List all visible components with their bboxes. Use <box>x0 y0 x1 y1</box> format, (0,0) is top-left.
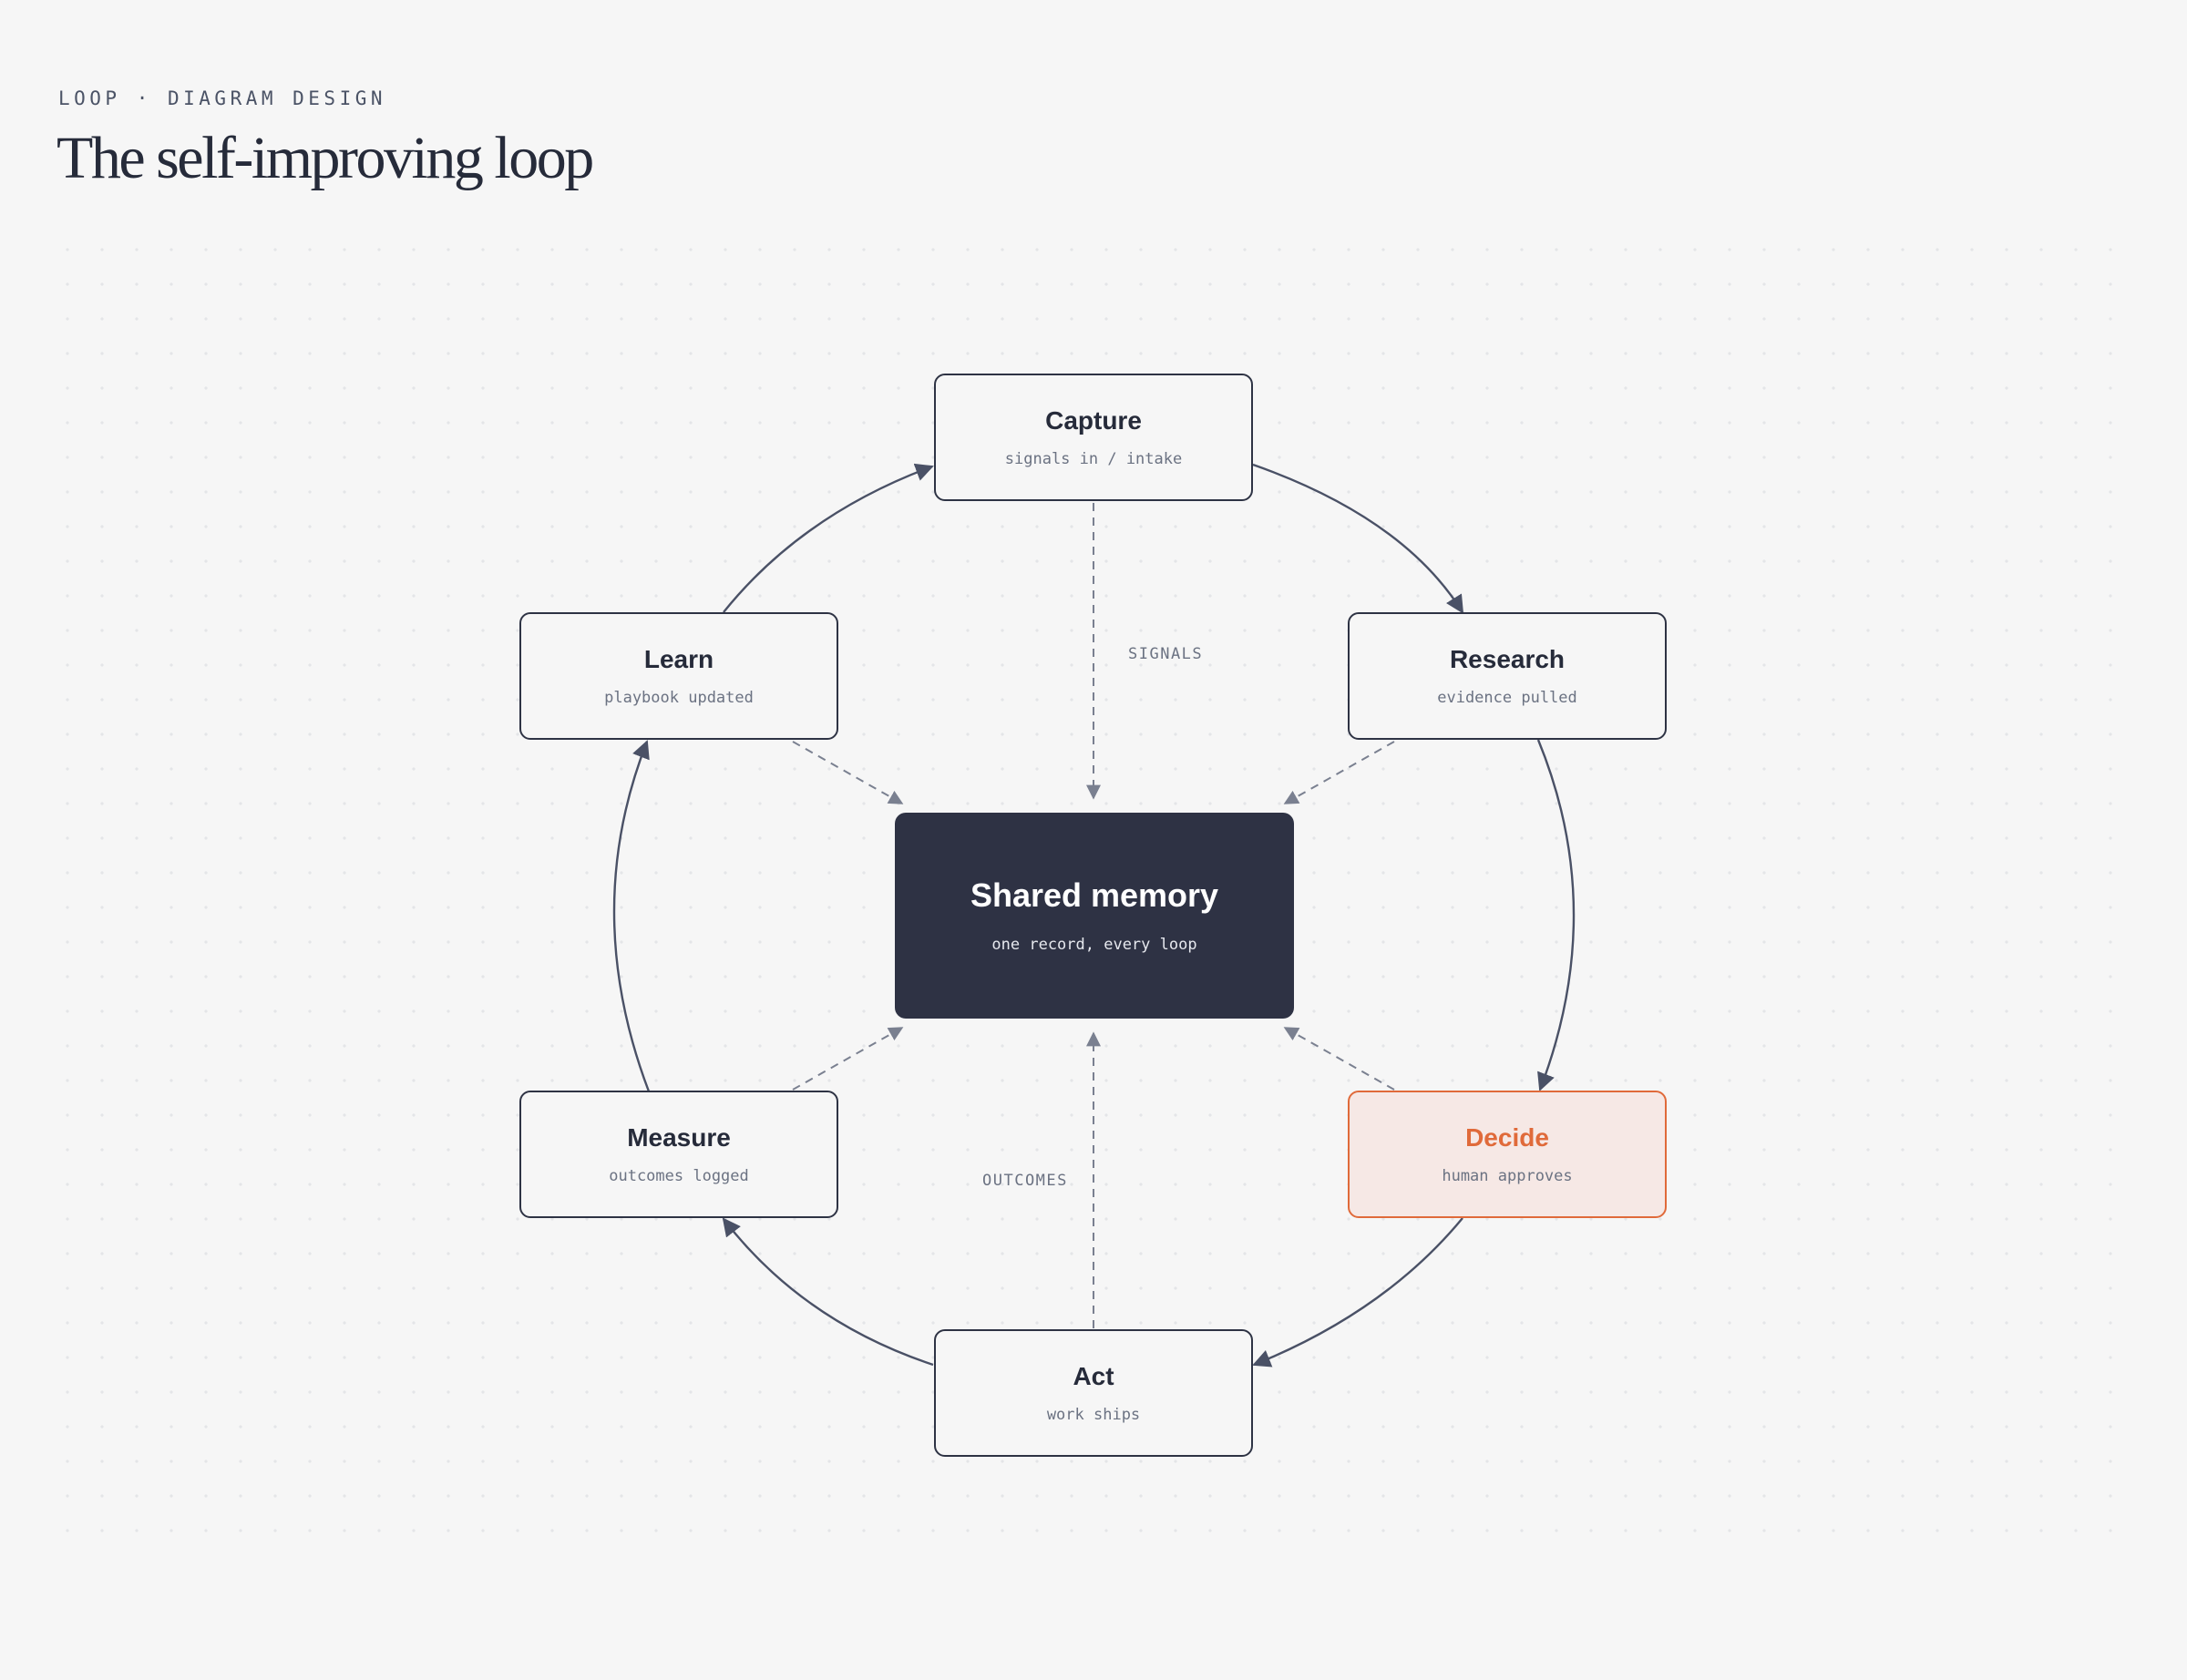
dashed-arrow-decide-to-memory <box>1283 1027 1395 1091</box>
arrow-decide-to-act <box>1252 1217 1463 1368</box>
decide-subtitle: human approves <box>1442 1166 1573 1185</box>
arrow-capture-to-research <box>1252 463 1464 614</box>
learn-node[interactable]: Learn playbook updated <box>519 612 838 740</box>
research-node[interactable]: Research evidence pulled <box>1348 612 1667 740</box>
capture-subtitle: signals in / intake <box>1004 449 1183 468</box>
learn-subtitle: playbook updated <box>604 688 754 707</box>
page-title: The self-improving loop <box>56 125 594 191</box>
signals-label: SIGNALS <box>1128 645 1204 663</box>
research-title: Research <box>1449 644 1566 673</box>
decide-title: Decide <box>1465 1122 1549 1152</box>
dashed-arrow-measure-to-memory <box>792 1027 904 1091</box>
learn-title: Learn <box>643 644 714 673</box>
dashed-arrow-research-to-memory <box>1283 741 1395 804</box>
shared-memory-title: Shared memory <box>970 876 1219 914</box>
capture-title: Capture <box>1045 405 1142 435</box>
measure-node[interactable]: Measure outcomes logged <box>519 1091 838 1218</box>
measure-subtitle: outcomes logged <box>609 1166 749 1185</box>
capture-node[interactable]: Capture signals in / intake <box>934 374 1253 501</box>
eyebrow-label: LOOP · DIAGRAM DESIGN <box>58 87 387 109</box>
arrow-measure-to-learn <box>612 740 651 1092</box>
arrow-research-to-decide <box>1536 739 1576 1091</box>
dashed-arrow-learn-to-memory <box>792 741 904 804</box>
act-title: Act <box>1073 1361 1114 1390</box>
act-node[interactable]: Act work ships <box>934 1329 1253 1457</box>
arrow-learn-to-capture <box>723 463 934 613</box>
shared-memory-node[interactable]: Shared memory one record, every loop <box>895 813 1294 1019</box>
outcomes-label: OUTCOMES <box>982 1172 1068 1190</box>
shared-memory-subtitle: one record, every loop <box>991 935 1197 954</box>
act-subtitle: work ships <box>1046 1405 1141 1424</box>
decide-node[interactable]: Decide human approves <box>1348 1091 1667 1218</box>
arrow-act-to-measure <box>722 1217 934 1367</box>
measure-title: Measure <box>627 1122 731 1152</box>
research-subtitle: evidence pulled <box>1437 688 1577 707</box>
